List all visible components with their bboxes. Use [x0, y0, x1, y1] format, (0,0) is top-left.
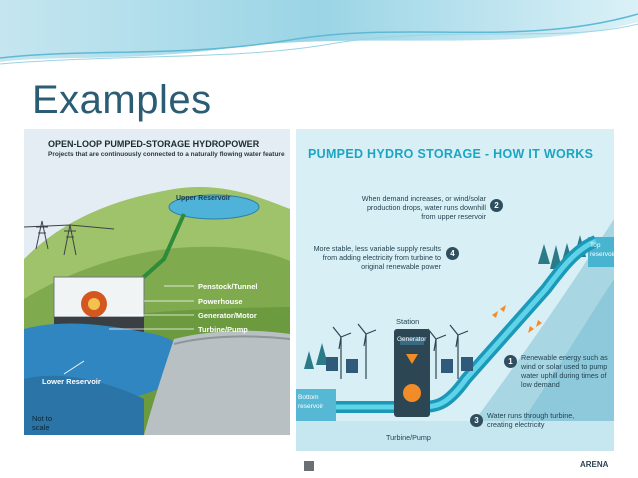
open-loop-illustration	[24, 129, 290, 435]
top-reservoir-label: Top reservoir	[590, 242, 614, 258]
powerhouse-label: Powerhouse	[198, 297, 243, 306]
bottom-reservoir-label: Bottom reservoir	[298, 394, 324, 410]
header-wave-decoration	[0, 0, 638, 65]
turbine-pump-label: Turbine/Pump	[198, 325, 248, 334]
open-loop-title: OPEN-LOOP PUMPED-STORAGE HYDROPOWER	[48, 139, 260, 149]
step-4-badge: 4	[446, 247, 459, 260]
pumped-hydro-title: PUMPED HYDRO STORAGE - HOW IT WORKS	[308, 147, 594, 161]
pumped-hydro-illustration	[296, 129, 614, 477]
step-3-badge: 3	[470, 414, 483, 427]
pumped-hydro-infographic: PUMPED HYDRO STORAGE - HOW IT WORKS When…	[296, 129, 614, 477]
step-2-badge: 2	[490, 199, 503, 212]
step-1-badge: 1	[504, 355, 517, 368]
open-loop-diagram: OPEN-LOOP PUMPED-STORAGE HYDROPOWER Proj…	[24, 129, 290, 435]
generator-motor-label: Generator/Motor	[198, 311, 257, 320]
step-2-text: When demand increases, or wind/solar pro…	[361, 194, 486, 221]
upper-reservoir-label: Upper Reservoir	[176, 195, 231, 202]
lower-reservoir-label: Lower Reservoir	[42, 377, 101, 386]
penstock-label: Penstock/Tunnel	[198, 282, 258, 291]
slide-title: Examples	[32, 78, 212, 122]
not-to-scale-label: Not to scale	[32, 414, 53, 432]
step-4-text: More stable, less variable supply result…	[313, 244, 441, 271]
arena-logo: ARENA	[580, 460, 609, 469]
station-label: Station	[396, 317, 420, 326]
step-1-text: Renewable energy such as wind or solar u…	[521, 353, 608, 389]
open-loop-subtitle: Projects that are continuously connected…	[48, 151, 285, 158]
turbine-pump-label: Turbine/Pump	[386, 433, 431, 442]
generator-label: Generator	[397, 336, 427, 343]
step-3-text: Water runs through turbine, creating ele…	[487, 411, 575, 429]
